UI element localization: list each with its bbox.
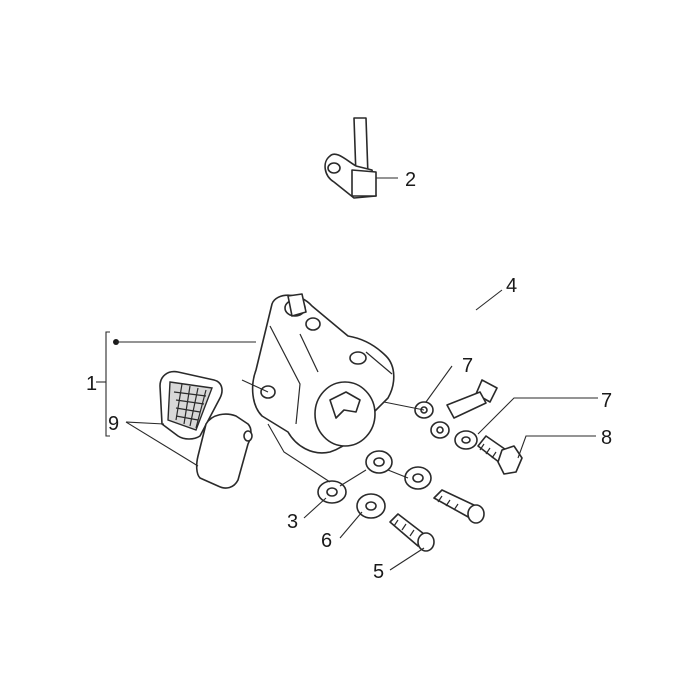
washers bbox=[317, 401, 478, 519]
callout-1: 1 bbox=[86, 373, 97, 395]
hose-clip bbox=[324, 153, 377, 199]
callout-8: 8 bbox=[601, 427, 612, 449]
callout-7-right: 7 bbox=[601, 390, 612, 412]
brake-caliper bbox=[251, 293, 395, 454]
callout-leaders bbox=[125, 177, 598, 571]
callout-4: 4 bbox=[506, 275, 517, 297]
brake-hose bbox=[353, 117, 526, 419]
callout-7-upper: 7 bbox=[462, 355, 473, 377]
brake-pad-front bbox=[195, 413, 253, 489]
callout-2: 2 bbox=[405, 169, 416, 191]
banjo-bolt bbox=[477, 435, 523, 475]
callout-3: 3 bbox=[287, 511, 298, 533]
callout-6: 6 bbox=[321, 530, 332, 552]
callout-5: 5 bbox=[373, 561, 384, 583]
callout-9: 9 bbox=[108, 413, 119, 435]
mounting-bolts bbox=[389, 489, 485, 552]
assembly-bracket bbox=[96, 331, 256, 437]
callout-labels: 1 2 3 4 5 6 7 7 8 9 bbox=[86, 169, 612, 583]
assembly-guide-lines bbox=[241, 379, 425, 487]
